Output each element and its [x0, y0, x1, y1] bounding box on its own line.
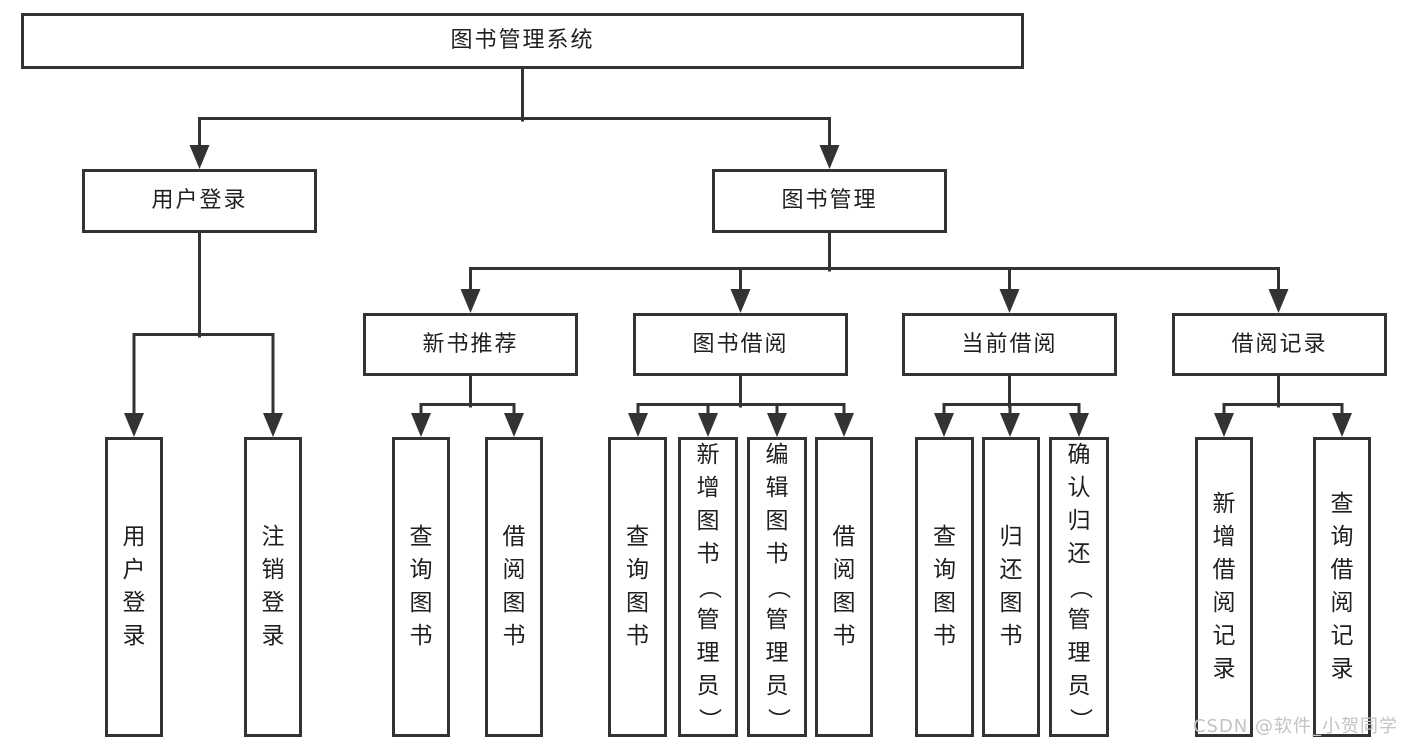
leaf-add-books-admin: 新增图书（管理员） [678, 437, 738, 737]
leaf-current-query-books: 查询图书 [915, 437, 974, 737]
leaf-user-login: 用户登录 [105, 437, 163, 737]
leaf-recommend-borrow-books-label: 借阅图书 [502, 524, 526, 649]
leaf-logout: 注销登录 [244, 437, 302, 737]
node-book-management-label: 图书管理 [781, 188, 878, 213]
leaf-logout-label: 注销登录 [261, 524, 285, 649]
leaf-return-books-label: 归还图书 [999, 524, 1023, 649]
leaf-confirm-return-admin-label: 确认归还（管理员） [1066, 441, 1093, 731]
node-book-management: 图书管理 [712, 169, 947, 233]
leaf-confirm-return-admin: 确认归还（管理员） [1049, 437, 1109, 737]
node-book-borrow: 图书借阅 [633, 313, 848, 376]
leaf-query-borrow-record: 查询借阅记录 [1313, 437, 1371, 737]
leaf-recommend-borrow-books: 借阅图书 [485, 437, 543, 737]
leaf-user-login-label: 用户登录 [122, 524, 146, 649]
leaf-recommend-query-books: 查询图书 [392, 437, 450, 737]
node-current-borrow-label: 当前借阅 [961, 331, 1058, 357]
leaf-add-borrow-record-label: 新增借阅记录 [1212, 491, 1236, 682]
leaf-query-borrow-record-label: 查询借阅记录 [1330, 491, 1354, 682]
leaf-current-query-books-label: 查询图书 [933, 524, 956, 649]
node-new-book-recommend: 新书推荐 [363, 313, 578, 376]
leaf-return-books: 归还图书 [982, 437, 1040, 737]
leaf-borrow-query-books: 查询图书 [608, 437, 667, 737]
node-book-borrow-label: 图书借阅 [692, 331, 789, 357]
leaf-borrow-query-books-label: 查询图书 [626, 524, 649, 649]
leaf-borrow-books: 借阅图书 [815, 437, 873, 737]
node-user-login: 用户登录 [82, 169, 317, 233]
node-new-book-recommend-label: 新书推荐 [422, 331, 519, 357]
leaf-recommend-query-books-label: 查询图书 [409, 524, 433, 649]
leaf-add-books-admin-label: 新增图书（管理员） [695, 441, 722, 731]
node-root-label: 图书管理系统 [450, 28, 595, 53]
leaf-borrow-books-label: 借阅图书 [832, 524, 856, 649]
leaf-edit-books-admin-label: 编辑图书（管理员） [764, 441, 791, 731]
leaf-edit-books-admin: 编辑图书（管理员） [747, 437, 807, 737]
node-root: 图书管理系统 [21, 13, 1024, 69]
leaf-add-borrow-record: 新增借阅记录 [1195, 437, 1253, 737]
node-user-login-label: 用户登录 [151, 188, 248, 213]
node-borrow-records: 借阅记录 [1172, 313, 1387, 376]
watermark: CSDN @软件_小贺同学 [1192, 716, 1398, 737]
node-borrow-records-label: 借阅记录 [1231, 331, 1328, 357]
node-current-borrow: 当前借阅 [902, 313, 1117, 376]
